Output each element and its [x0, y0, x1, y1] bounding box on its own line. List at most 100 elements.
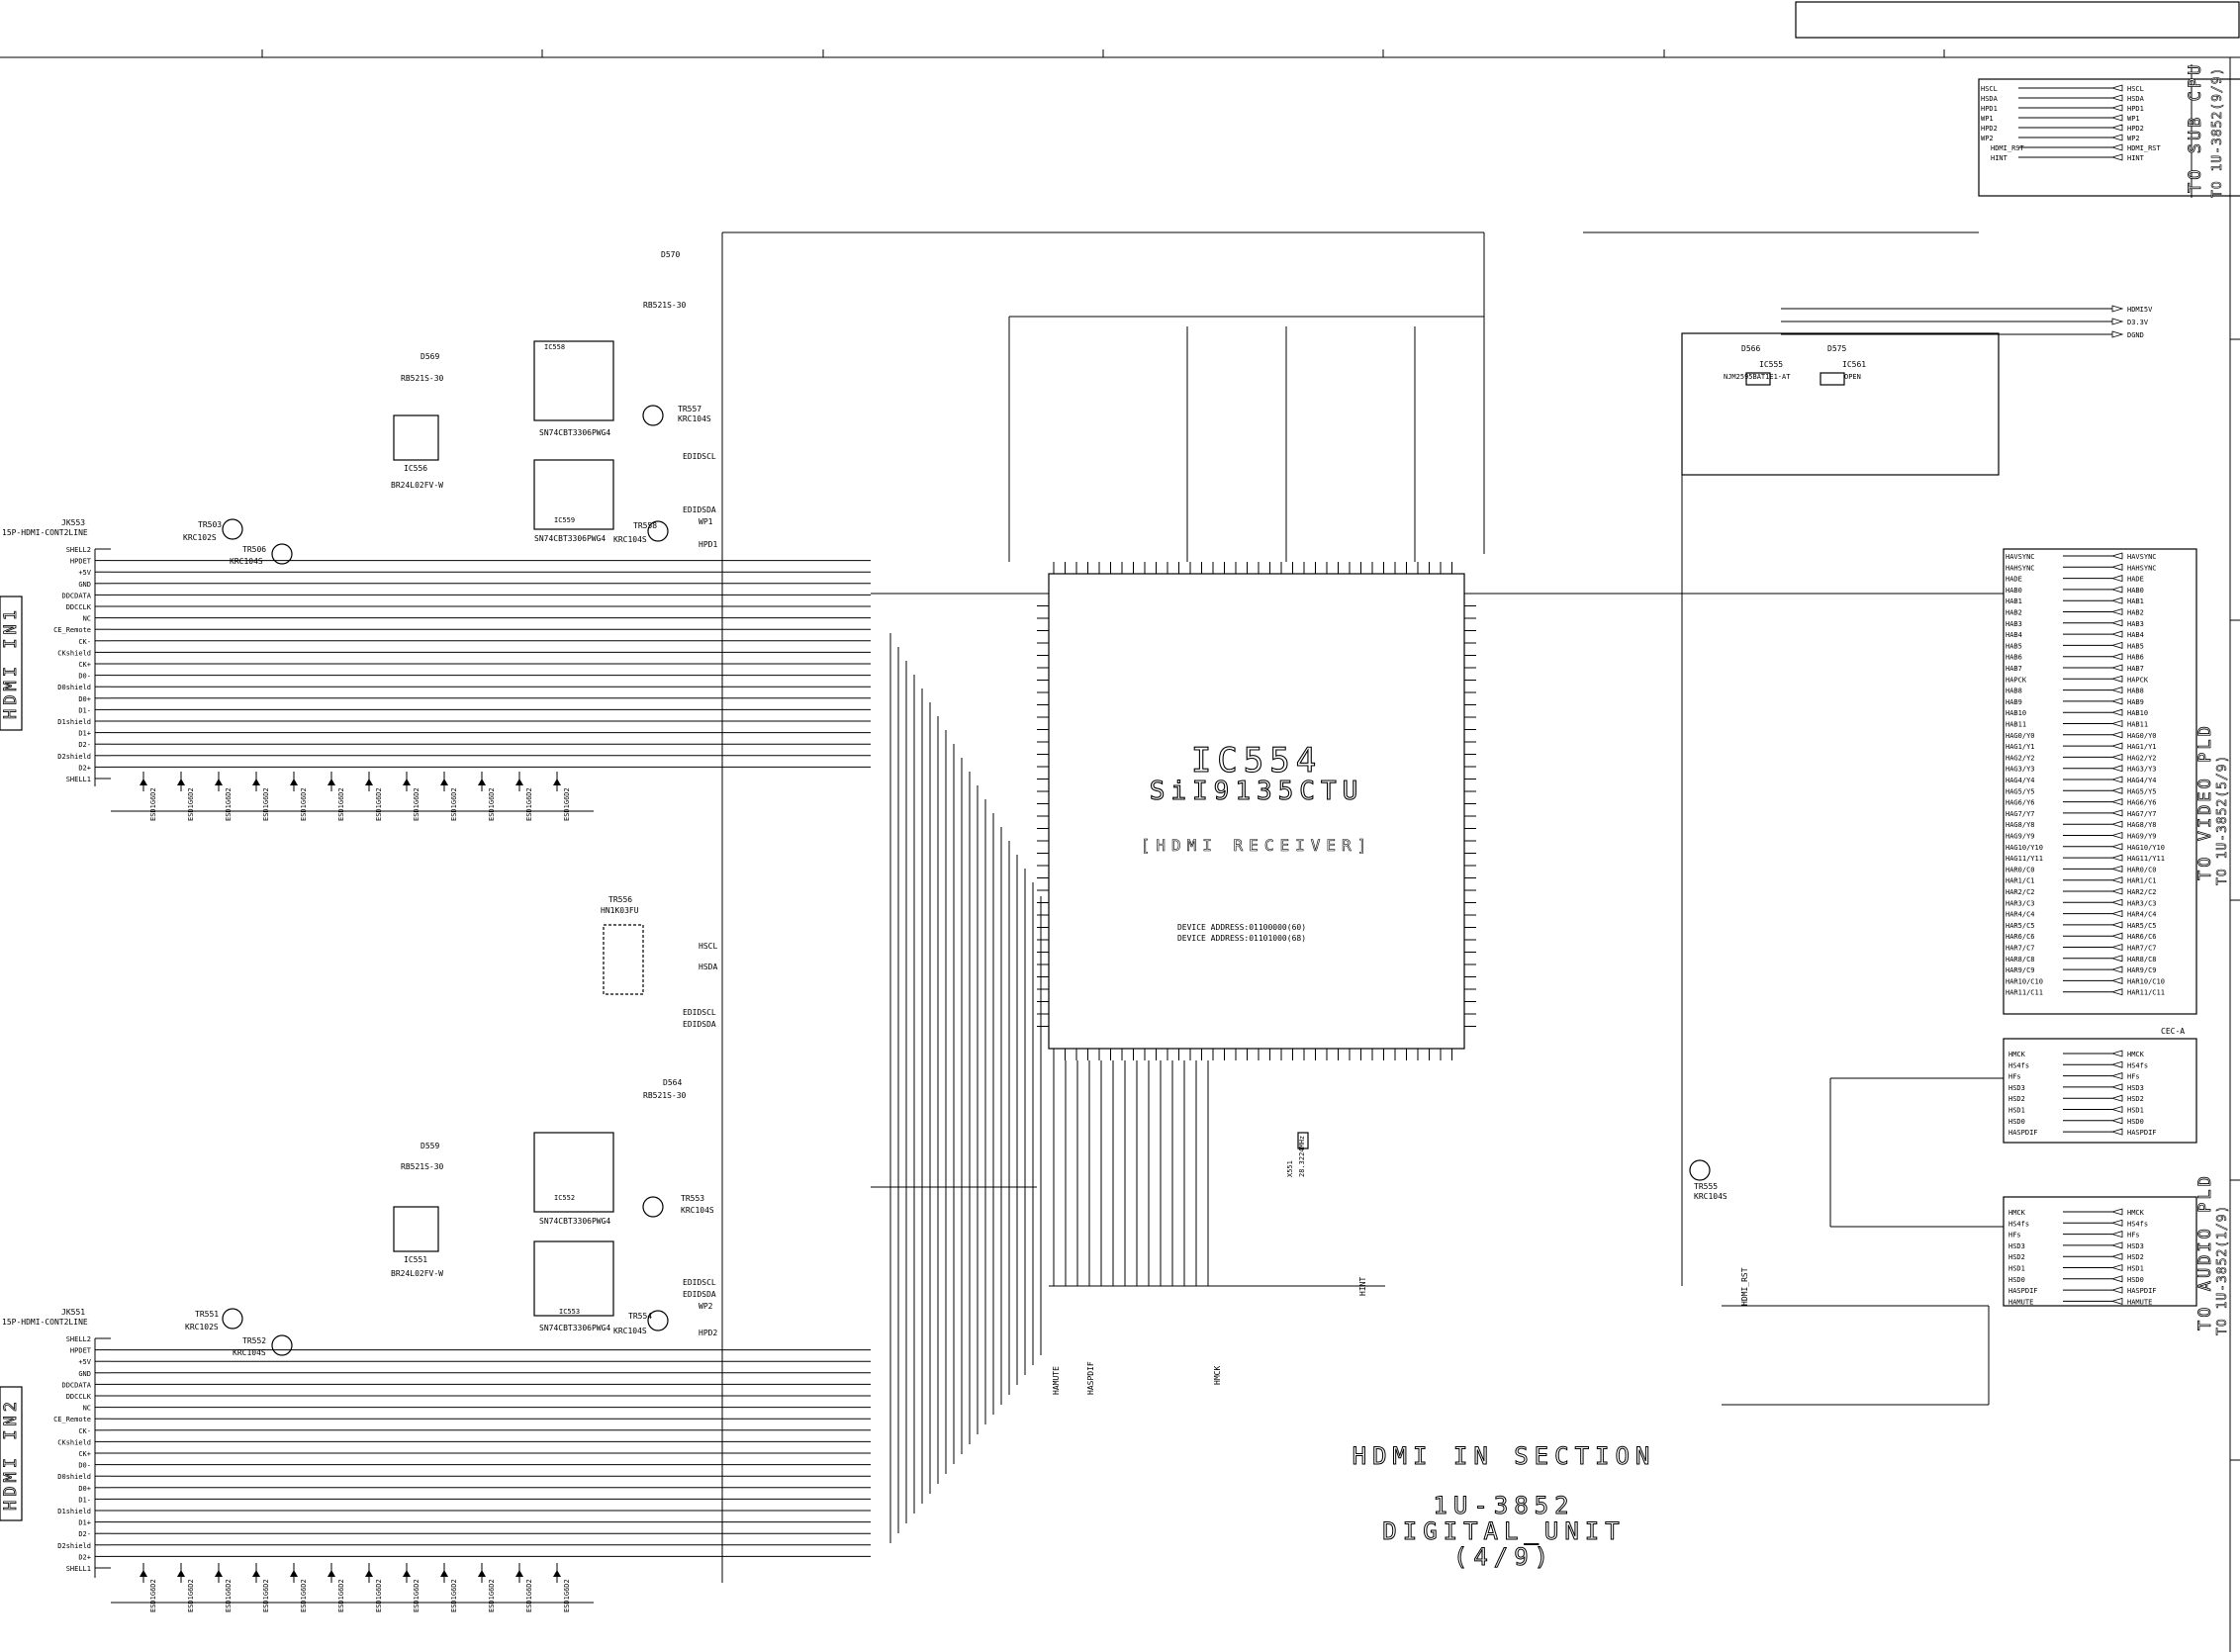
- video-src-signal: HAG3/Y3: [2006, 766, 2035, 774]
- video-dst-signal: HAB3: [2127, 620, 2144, 628]
- tr551-ref: TR551: [195, 1310, 219, 1319]
- esd-diode-symbol: [365, 779, 373, 785]
- connector-pin-shell1: SHELL1: [66, 1565, 91, 1573]
- video-src-signal: HAR1/C1: [2006, 877, 2035, 885]
- video-dst-signal: HAPCK: [2127, 676, 2149, 684]
- esd-diode-label: ESD1G6D2: [262, 1579, 270, 1612]
- arrow-icon: [2110, 1105, 2123, 1114]
- edidsda-2: EDIDSDA: [683, 1290, 716, 1299]
- connector-pin-d1-: D1+: [78, 1519, 91, 1527]
- hdmi-in1-pins: SHELL2HPDET+5VGNDDDCDATADDCCLKNCCE_Remot…: [53, 546, 871, 783]
- connector-pin-nc: NC: [83, 615, 91, 623]
- video-src-signal: HAB10: [2006, 709, 2026, 717]
- video-src-signal: HAG4/Y4: [2006, 777, 2035, 784]
- connector-pin-d2shield: D2shield: [57, 753, 91, 761]
- arrow-icon: [2110, 1117, 2123, 1125]
- audio-src-signal: HSD0: [2008, 1118, 2025, 1126]
- connector-pin-d0shield: D0shield: [57, 1473, 91, 1481]
- video-src-signal: HAB7: [2006, 665, 2022, 673]
- arrow-icon: [2110, 1083, 2123, 1091]
- arrow-icon: [2110, 786, 2123, 794]
- arrow-icon: [2110, 653, 2123, 661]
- arrow-icon: [2110, 1050, 2123, 1057]
- tr551-part: KRC102S: [185, 1323, 219, 1331]
- video-src-signal: HAG7/Y7: [2006, 810, 2035, 818]
- tr552-ref: TR552: [242, 1336, 266, 1345]
- audio-src-signal: HSD0: [2008, 1276, 2025, 1284]
- esd-diode-symbol: [252, 779, 260, 785]
- video-src-signal: HAR6/C6: [2006, 933, 2035, 941]
- arrow-icon: [2110, 104, 2123, 112]
- connector-pin-ck-: CK-: [78, 1427, 91, 1435]
- esd-diode-symbol: [403, 1570, 411, 1577]
- video-dst-signal: HAG6/Y6: [2127, 799, 2157, 807]
- sub-cpu-dst-hpd1: HPD1: [2127, 105, 2144, 113]
- esd-diode-label: ESD1G6D2: [262, 787, 270, 821]
- ic-ref: IC554: [1191, 741, 1322, 780]
- connector-pin-d0-: D0-: [78, 1462, 91, 1470]
- d570-ref: D570: [661, 250, 680, 259]
- arrow-icon: [2110, 619, 2123, 627]
- arrow-icon: [2110, 664, 2123, 672]
- esd-diode-label: ESD1G6D2: [375, 787, 383, 821]
- arrow-icon: [2110, 1072, 2123, 1080]
- d570-part: RB521S-30: [643, 301, 687, 310]
- sub-cpu-src-wp2: WP2: [1981, 135, 1994, 142]
- video-src-signal: HAR10/C10: [2006, 977, 2043, 985]
- ic551-part: BR24L02FV-W: [391, 1269, 443, 1278]
- sub-cpu-dst-wp2: WP2: [2127, 135, 2140, 142]
- audio-src-signal: HSD3: [2008, 1084, 2025, 1092]
- arrow-icon: [2110, 134, 2123, 141]
- video-src-signal: HAB2: [2006, 609, 2022, 617]
- ic554-hdmi-receiver: IC554 SiI9135CTU [HDMI RECEIVER] DEVICE …: [1048, 573, 1465, 1050]
- connector-pin-d0-: D0-: [78, 673, 91, 681]
- esd-diode-symbol: [177, 1570, 185, 1577]
- audio-dst-signal: HSD0: [2127, 1276, 2144, 1284]
- esd-diode-label: ESD1G6D2: [300, 787, 308, 821]
- arrow-icon: [2110, 84, 2123, 92]
- power-arrow-icon: [2111, 318, 2124, 325]
- connector-pin-ckshield: CKshield: [57, 1438, 91, 1446]
- ic553-part: SN74CBT3306PWG4: [539, 1324, 610, 1332]
- arrow-icon: [2110, 820, 2123, 828]
- audio-src-signal: HSD3: [2008, 1242, 2025, 1250]
- jk551-ref: JK551: [61, 1308, 85, 1317]
- arrow-icon: [2110, 843, 2123, 851]
- video-dst-signal: HAB10: [2127, 709, 2148, 717]
- esd-diode-label: ESD1G6D2: [225, 1579, 233, 1612]
- audio-dst-signal: HSD3: [2127, 1084, 2144, 1092]
- video-dst-signal: HAR4/C4: [2127, 911, 2157, 919]
- arrow-icon: [2110, 687, 2123, 694]
- tr555-part: KRC104S: [1694, 1192, 1727, 1201]
- arrow-icon: [2110, 94, 2123, 102]
- cec-transistor-block: TR556 HN1K03FU HSCL HSDA EDIDSCL EDIDSDA: [601, 895, 717, 1029]
- arrow-icon: [2110, 143, 2123, 151]
- audio-dst-signal: HASPDIF: [2127, 1129, 2157, 1137]
- video-dst-signal: HAG9/Y9: [2127, 833, 2157, 841]
- power-arrow-icon: [2111, 305, 2124, 313]
- hamute-vertical: HAMUTE: [1052, 1366, 1061, 1395]
- esd-diode-symbol: [553, 779, 561, 785]
- power-arrow-icon: [2111, 330, 2124, 338]
- lower-switch-block: SN74CBT3306PWG4 IC552 SN74CBT3306PWG4 IC…: [185, 1078, 717, 1357]
- tr503-part: KRC102S: [183, 533, 217, 542]
- haspdif-vertical: HASPDIF: [1086, 1361, 1095, 1395]
- hpd1-label: HPD1: [699, 540, 717, 549]
- sub-cpu-dst-wp1: WP1: [2127, 115, 2140, 123]
- ic555-part: NJM2595BAT1E1-AT: [1724, 373, 1791, 381]
- esd-diode-label: ESD1G6D2: [488, 1579, 496, 1612]
- connector-pin-ce-remote: CE_Remote: [53, 626, 91, 634]
- video-src-signal: HAB0: [2006, 587, 2022, 595]
- arrow-icon: [2110, 586, 2123, 594]
- hsda-mid: HSDA: [699, 963, 717, 971]
- d569-part: RB521S-30: [401, 374, 444, 383]
- edidsda-1: EDIDSDA: [683, 505, 716, 514]
- d564-ref: D564: [663, 1078, 682, 1087]
- video-src-signal: HAB4: [2006, 631, 2022, 639]
- ic558-ref: IC558: [544, 343, 565, 351]
- hdmi-in2-connector: HDMI IN2 JK551 15P-HDMI-CONT2LINE SHELL2…: [0, 1308, 871, 1578]
- audio-src-signal: HS4fs: [2008, 1061, 2029, 1069]
- x551-ref: X551: [1286, 1160, 1294, 1177]
- tr557-ref: TR557: [678, 405, 701, 413]
- esd-diode-label: ESD1G6D2: [525, 1579, 533, 1612]
